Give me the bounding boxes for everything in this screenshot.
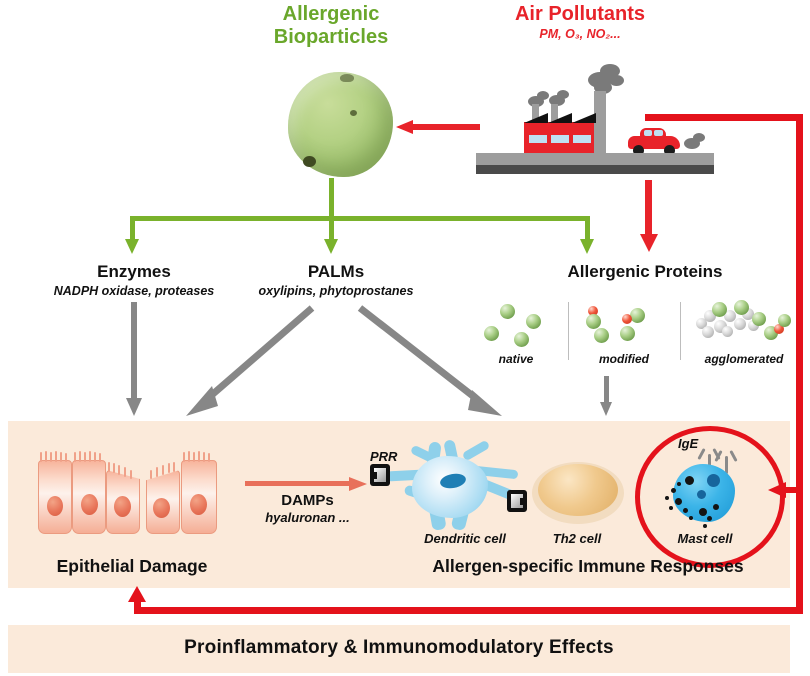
- prr-label: PRR: [370, 449, 398, 464]
- enzymes-title: Enzymes: [97, 262, 171, 281]
- palms-subtitle: oxylipins, phytoprostanes: [258, 284, 414, 298]
- damps-label-block: DAMPs hyaluronan ...: [245, 492, 370, 525]
- green-distribution-arrows: [120, 178, 630, 256]
- green-spheres-icon: [476, 302, 554, 348]
- pollutants-heading: Air Pollutants PM, O₃, NO₂...: [455, 3, 705, 41]
- enzymes-subtitle: NADPH oxidase, proteases: [53, 284, 215, 298]
- protein-state-label-agglomerated: agglomerated: [704, 352, 784, 366]
- enzymes-block: Enzymes NADPH oxidase, proteases: [38, 262, 230, 298]
- mast-cell-label: Mast cell: [677, 531, 733, 546]
- epithelial-damage-title: Epithelial Damage: [56, 556, 208, 576]
- feedback-to-mast-cell-arrow: [768, 482, 802, 498]
- pollen-grain-icon: [288, 72, 393, 177]
- protein-state-label-native: native: [498, 352, 534, 366]
- factory-and-car-icon: [468, 58, 718, 183]
- palms-title: PALMs: [307, 262, 365, 281]
- feedback-loop-bottom: [134, 607, 803, 614]
- effects-title: Proinflammatory & Immunomodulatory Effec…: [184, 637, 614, 658]
- pollutants-subtitle: PM, O₃, NO₂...: [539, 27, 621, 41]
- damps-sublabel: hyaluronan ...: [265, 510, 350, 525]
- proteins-to-panel-arrow: [598, 376, 616, 420]
- damps-label: DAMPs: [281, 492, 334, 509]
- pollutants-title: Air Pollutants: [514, 3, 645, 25]
- enzymes-to-panel-arrow: [124, 302, 144, 418]
- proteins-title: Allergenic Proteins: [567, 262, 723, 281]
- feedback-loop-top: [645, 114, 803, 121]
- ige-label: IgE: [678, 436, 699, 451]
- feedback-loop-right-rail: [796, 114, 803, 614]
- mast-cell-icon: [655, 447, 755, 540]
- protein-states: native modified: [466, 300, 796, 378]
- immune-responses-title: Allergen-specific Immune Responses: [432, 556, 744, 576]
- bioparticles-heading-line1: Allergenic: [282, 3, 380, 25]
- bioparticles-heading: Allergenic Bioparticles: [236, 3, 426, 49]
- th2-cell-icon: [530, 456, 626, 534]
- dendritic-cell-icon: [380, 439, 540, 540]
- pollution-to-proteins-arrow: [640, 180, 658, 252]
- bioparticles-heading-line2: Bioparticles: [273, 26, 389, 48]
- palms-block: PALMs oxylipins, phytoprostanes: [238, 262, 434, 298]
- green-red-spheres-icon: [584, 302, 662, 348]
- effects-banner: [8, 625, 790, 673]
- protein-aggregate-icon: [690, 300, 798, 350]
- epithelium-icon: [38, 448, 226, 534]
- protein-state-label-modified: modified: [599, 352, 649, 366]
- damps-arrow: [245, 477, 367, 491]
- palms-to-immune-arrow: [357, 305, 502, 416]
- feedback-to-panel-arrow: [126, 586, 148, 614]
- prr-receptor-icon: [370, 464, 390, 486]
- proteins-block: Allergenic Proteins: [500, 262, 790, 282]
- th2-cell-label: Th2 cell: [552, 531, 602, 546]
- mhc-receptor-icon: [507, 490, 527, 512]
- palms-to-epithelium-arrow: [186, 305, 315, 416]
- pollution-to-pollen-arrow: [396, 120, 480, 134]
- dendritic-cell-label: Dendritic cell: [424, 531, 506, 546]
